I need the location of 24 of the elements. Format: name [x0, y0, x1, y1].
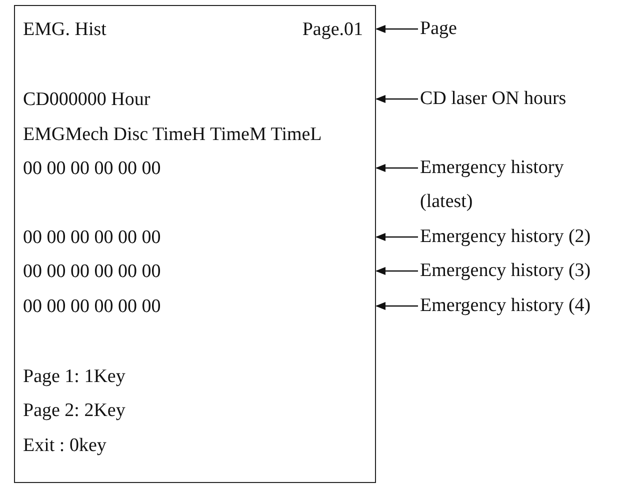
screen-text: CD000000 Hour: [23, 88, 150, 112]
screen-text: Page 1: 1Key: [23, 365, 126, 389]
callout-label: Emergency history (2): [420, 225, 591, 249]
callout-label: Emergency history (latest): [420, 151, 615, 219]
callout-label: Emergency history (3): [420, 259, 591, 283]
screen-text: EMGMech Disc TimeH TimeM TimeL: [23, 123, 322, 147]
screen-text: 00 00 00 00 00 00: [23, 260, 161, 284]
screen-text: Page 2: 2Key: [23, 399, 126, 423]
screen-text: Exit : 0key: [23, 434, 106, 458]
screen-text: 00 00 00 00 00 00: [23, 226, 161, 250]
leader-arrow: [376, 25, 418, 33]
leader-arrow: [376, 302, 418, 310]
display-screen: [14, 5, 376, 483]
leader-arrow: [376, 95, 418, 103]
screen-text: 00 00 00 00 00 00: [23, 295, 161, 319]
leader-arrow: [376, 267, 418, 275]
screen-text: Page.01: [302, 18, 363, 42]
screen-text: 00 00 00 00 00 00: [23, 157, 161, 181]
callout-label: CD laser ON hours: [420, 87, 566, 111]
leader-arrow: [376, 233, 418, 241]
screen-text: EMG. Hist: [23, 18, 106, 42]
callout-label: Emergency history (4): [420, 294, 591, 318]
callout-label: Page: [420, 17, 457, 41]
leader-arrow: [376, 164, 418, 172]
